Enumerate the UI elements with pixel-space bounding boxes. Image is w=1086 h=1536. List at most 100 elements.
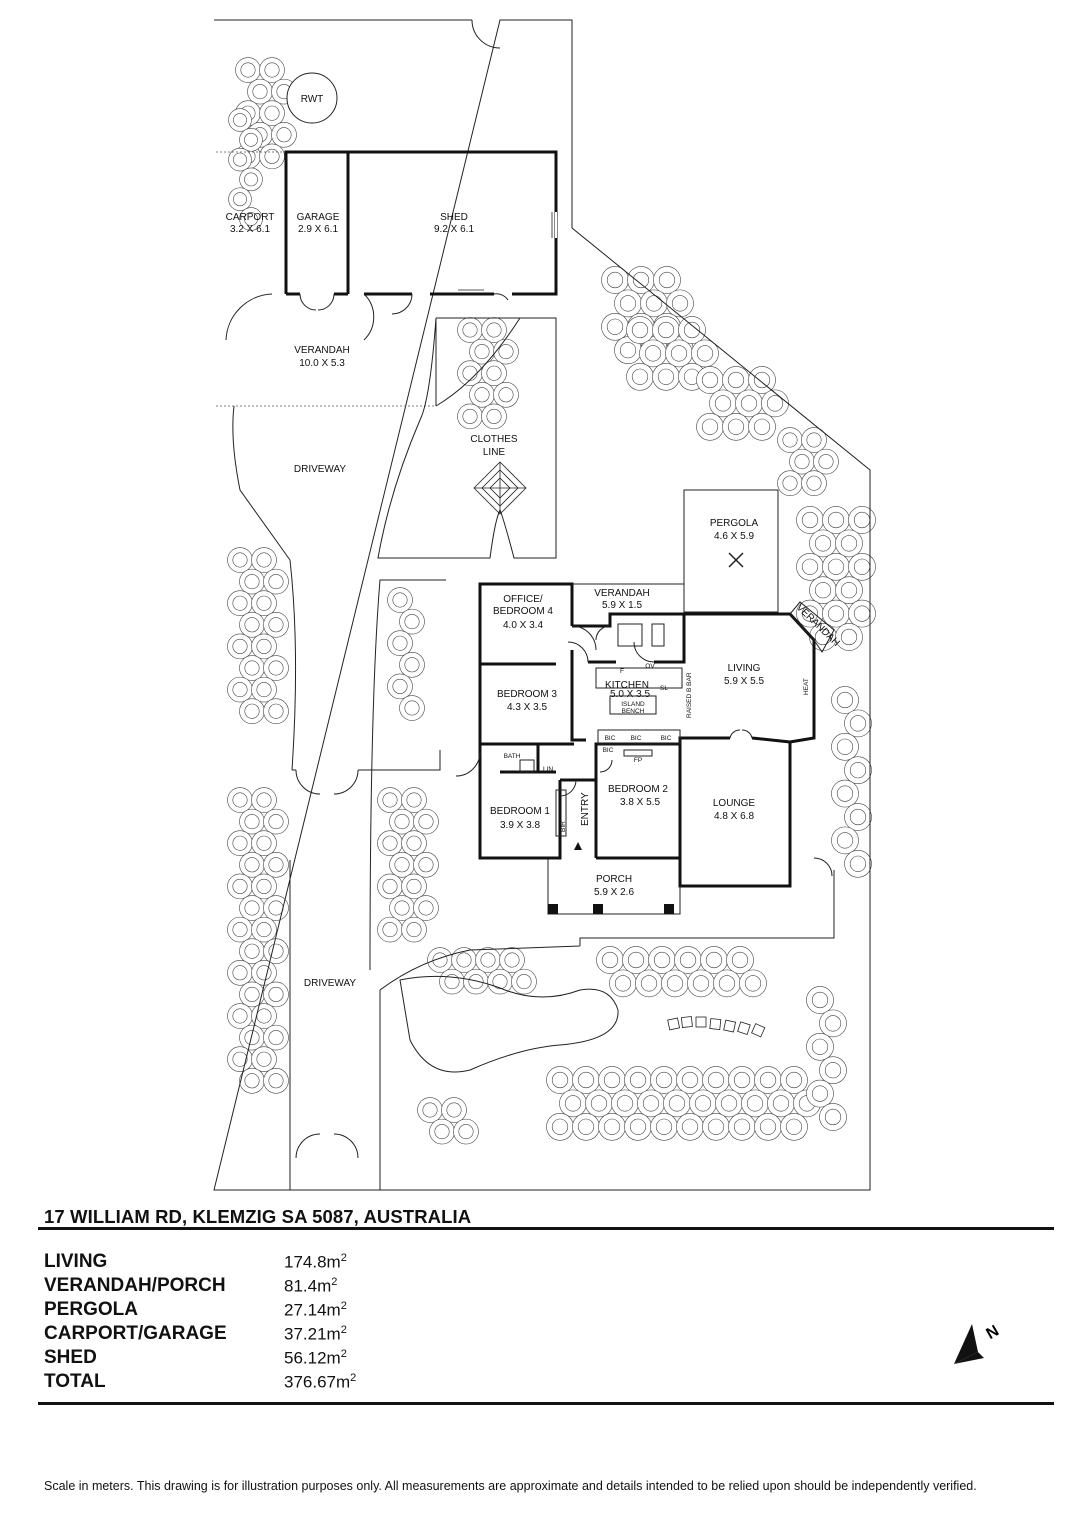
office-name-2: BEDROOM 4 <box>493 606 553 617</box>
tree-icon <box>474 387 490 403</box>
site-boundary <box>213 19 871 1191</box>
tree-icon <box>733 1118 751 1135</box>
verandah-rear-dims: 10.0 X 5.3 <box>299 358 345 369</box>
tree-icon <box>462 365 478 381</box>
landscape-trees <box>227 57 876 1145</box>
tree-icon <box>256 922 272 938</box>
tree-icon <box>564 1095 582 1112</box>
tree-icon <box>232 638 248 654</box>
stepping-stone <box>709 1018 722 1030</box>
tree-icon <box>232 1051 248 1067</box>
tree-icon <box>233 152 247 167</box>
tree-icon <box>645 295 663 312</box>
divider-top <box>38 1227 1054 1230</box>
tree-icon <box>785 1071 803 1089</box>
living-name: LIVING <box>728 663 761 674</box>
tree-icon <box>666 975 684 992</box>
tree-icon <box>394 857 410 873</box>
door-swings <box>299 293 509 341</box>
bic-label-3: BIC <box>661 735 672 742</box>
driveway-label-bottom: DRIVEWAY <box>304 978 357 989</box>
tree-icon <box>836 832 854 849</box>
tree-icon <box>268 617 284 633</box>
tree-icon <box>268 574 284 590</box>
tree-icon <box>394 814 410 830</box>
tree-icon <box>668 1095 686 1112</box>
tree-icon <box>746 1095 764 1112</box>
area-label: SHED <box>44 1347 97 1368</box>
side-verandah-outline <box>789 601 835 653</box>
tree-icon <box>256 878 272 894</box>
porch-dims: 5.9 X 2.6 <box>594 887 634 898</box>
tree-icon <box>232 1008 248 1024</box>
area-value: 81.4m2 <box>284 1275 338 1296</box>
tree-icon <box>244 212 258 226</box>
tree-icon <box>268 857 284 873</box>
driveway-edges <box>232 405 446 1190</box>
ceiling-fan-icon <box>728 552 744 568</box>
fridge-label: F <box>620 668 624 675</box>
tree-icon <box>814 582 832 599</box>
tree-icon <box>681 1071 699 1089</box>
tree-icon <box>244 1073 260 1089</box>
entry-label: ENTRY <box>580 792 591 826</box>
tree-icon <box>244 703 260 719</box>
rainwater-tank <box>286 72 338 124</box>
tree-icon <box>631 321 649 339</box>
front-garden-bed <box>399 975 619 1073</box>
north-label: N <box>984 1322 1003 1343</box>
tree-icon <box>629 1071 647 1089</box>
tree-icon <box>782 475 798 491</box>
tree-icon <box>256 552 272 568</box>
garden-bed-rear <box>377 317 557 559</box>
bedroom1-dims: 3.9 X 3.8 <box>500 820 540 831</box>
tree-icon <box>814 535 832 552</box>
tree-icon <box>406 792 422 808</box>
tree-icon <box>655 1071 673 1089</box>
bir-label: BIR <box>560 821 567 832</box>
tree-icon <box>480 952 496 968</box>
carport-door <box>225 293 273 341</box>
lounge-name: LOUNGE <box>713 798 756 809</box>
tree-icon <box>853 558 871 575</box>
tree-icon <box>256 792 272 808</box>
clothes-line-label-1: CLOTHES <box>470 434 518 445</box>
tree-icon <box>394 900 410 916</box>
porch-name: PORCH <box>596 874 632 885</box>
tree-icon <box>840 582 858 599</box>
linen-label: LIN <box>543 766 553 773</box>
tree-icon <box>642 1095 660 1112</box>
tree-icon <box>244 943 260 959</box>
tree-icon <box>679 951 697 969</box>
laundry-fixture <box>617 623 643 647</box>
tree-icon <box>382 792 398 808</box>
tree-icon <box>232 922 248 938</box>
tree-icon <box>794 454 810 470</box>
tree-icon <box>232 835 248 851</box>
heat-label: HEAT <box>803 678 810 695</box>
area-schedule: LIVING 174.8m2 VERANDAH/PORCH 81.4m2 PER… <box>44 1250 356 1394</box>
tree-icon <box>244 574 260 590</box>
tree-icon <box>853 511 871 529</box>
tree-icon <box>462 322 478 338</box>
area-label: CARPORT/GARAGE <box>44 1323 227 1344</box>
shed-name: SHED <box>440 212 468 223</box>
tree-icon <box>498 387 514 403</box>
tree-icon <box>434 1124 450 1140</box>
tree-icon <box>232 595 248 611</box>
tree-icon <box>701 371 719 389</box>
garage-shed-walls <box>284 150 558 296</box>
tree-icon <box>504 952 520 968</box>
stepping-stone <box>680 1016 693 1028</box>
tree-icon <box>486 322 502 338</box>
bedroom2-dims: 3.8 X 5.5 <box>620 797 660 808</box>
tree-icon <box>824 1062 842 1079</box>
tree-icon <box>853 605 871 622</box>
floor-plan: RWT CARPORT 3.2 X 6.1 GARAGE 2.9 X 6.1 S… <box>213 19 876 1191</box>
island-bench <box>609 695 657 715</box>
bir-cupboard <box>555 789 567 837</box>
porch-post <box>664 904 674 914</box>
toilet-fixture <box>519 759 535 773</box>
tree-icon <box>772 1095 790 1112</box>
tree-icon <box>658 271 676 289</box>
